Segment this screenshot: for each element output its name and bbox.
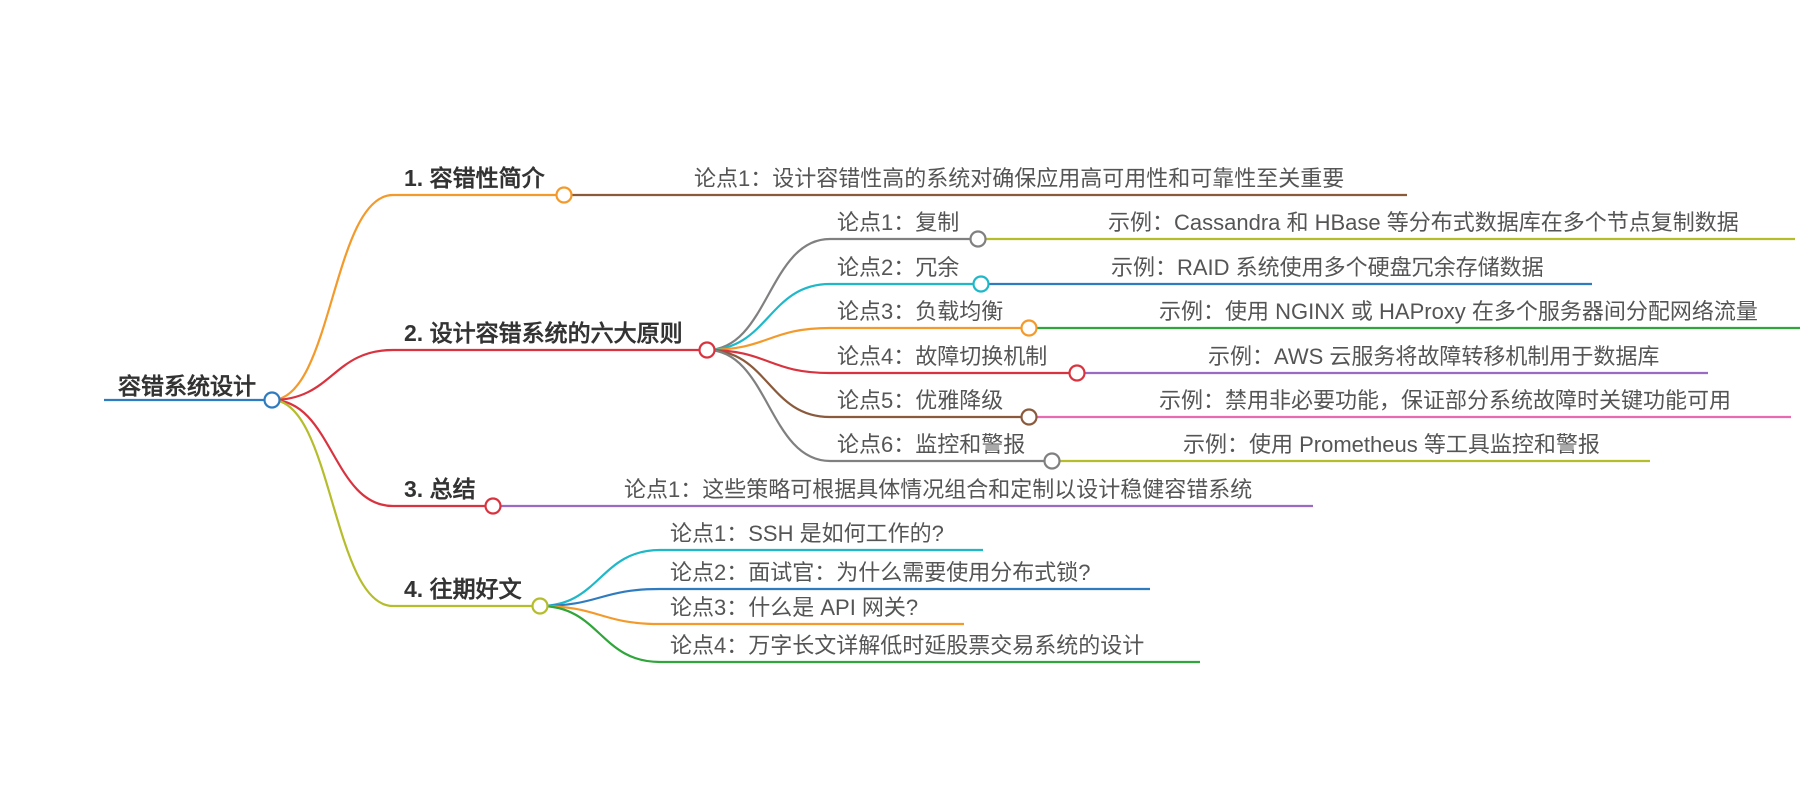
principle-connector bbox=[706, 348, 831, 375]
point-label: 论点1：设计容错性高的系统对确保应用高可用性和可靠性至关重要 bbox=[694, 166, 1344, 191]
branch-connector bbox=[271, 398, 394, 508]
principle-label: 论点6：监控和警报 bbox=[837, 432, 1025, 457]
example-label: 示例：使用 NGINX 或 HAProxy 在多个服务器间分配网络流量 bbox=[1159, 299, 1758, 324]
branch-connector bbox=[271, 193, 394, 402]
branch-node-circle[interactable] bbox=[555, 186, 573, 204]
principle-label: 论点2：冗余 bbox=[837, 255, 959, 280]
example-label: 示例：使用 Prometheus 等工具监控和警报 bbox=[1183, 432, 1600, 457]
article-label: 论点1：SSH 是如何工作的? bbox=[670, 521, 944, 546]
principle-connector bbox=[706, 348, 831, 419]
example-label: 示例：AWS 云服务将故障转移机制用于数据库 bbox=[1208, 344, 1659, 369]
mind-map-nodes: 容错系统设计 1. 容错性简介 论点1：设计容错性高的系统对确保应用高可用性和可靠性… bbox=[118, 165, 1758, 658]
example-label: 示例：Cassandra 和 HBase 等分布式数据库在多个节点复制数据 bbox=[1108, 210, 1739, 235]
article-label: 论点2：面试官：为什么需要使用分布式锁? bbox=[670, 560, 1090, 585]
principle-connector bbox=[706, 348, 831, 463]
root-node-circle[interactable] bbox=[263, 391, 281, 409]
root-node-label: 容错系统设计 bbox=[118, 373, 256, 399]
principle-node-circle[interactable] bbox=[1020, 408, 1038, 426]
branch-node-circle[interactable] bbox=[484, 497, 502, 515]
branch-connector bbox=[271, 348, 394, 402]
article-label: 论点3：什么是 API 网关? bbox=[670, 595, 918, 620]
article-connector bbox=[539, 604, 661, 664]
branch-label: 2. 设计容错系统的六大原则 bbox=[404, 320, 683, 346]
principle-node-circle[interactable] bbox=[1068, 364, 1086, 382]
example-label: 示例：RAID 系统使用多个硬盘冗余存储数据 bbox=[1111, 255, 1544, 280]
example-label: 示例：禁用非必要功能，保证部分系统故障时关键功能可用 bbox=[1159, 388, 1731, 413]
branch-label: 1. 容错性简介 bbox=[404, 165, 546, 191]
principle-label: 论点5：优雅降级 bbox=[837, 388, 1003, 413]
branch-connector bbox=[271, 398, 394, 608]
principle-label: 论点3：负载均衡 bbox=[837, 299, 1003, 324]
branch-label: 4. 往期好文 bbox=[404, 576, 523, 602]
article-label: 论点4：万字长文详解低时延股票交易系统的设计 bbox=[670, 633, 1144, 658]
article-connector bbox=[539, 587, 661, 608]
point-label: 论点1：这些策略可根据具体情况组合和定制以设计稳健容错系统 bbox=[624, 477, 1252, 502]
branch-node-circle[interactable] bbox=[698, 341, 716, 359]
article-connector bbox=[539, 548, 661, 608]
principle-label: 论点4：故障切换机制 bbox=[837, 344, 1047, 369]
branch-label: 3. 总结 bbox=[404, 476, 476, 502]
principle-label: 论点1：复制 bbox=[837, 210, 959, 235]
principle-node-circle[interactable] bbox=[969, 230, 987, 248]
principle-connector bbox=[706, 282, 831, 352]
principle-node-circle[interactable] bbox=[1020, 319, 1038, 337]
article-connector bbox=[539, 604, 661, 626]
principle-node-circle[interactable] bbox=[972, 275, 990, 293]
connector-lines bbox=[104, 193, 1800, 664]
principle-connector bbox=[706, 237, 831, 352]
principle-connector bbox=[706, 326, 831, 352]
principle-node-circle[interactable] bbox=[1043, 452, 1061, 470]
branch-node-circle[interactable] bbox=[531, 597, 549, 615]
